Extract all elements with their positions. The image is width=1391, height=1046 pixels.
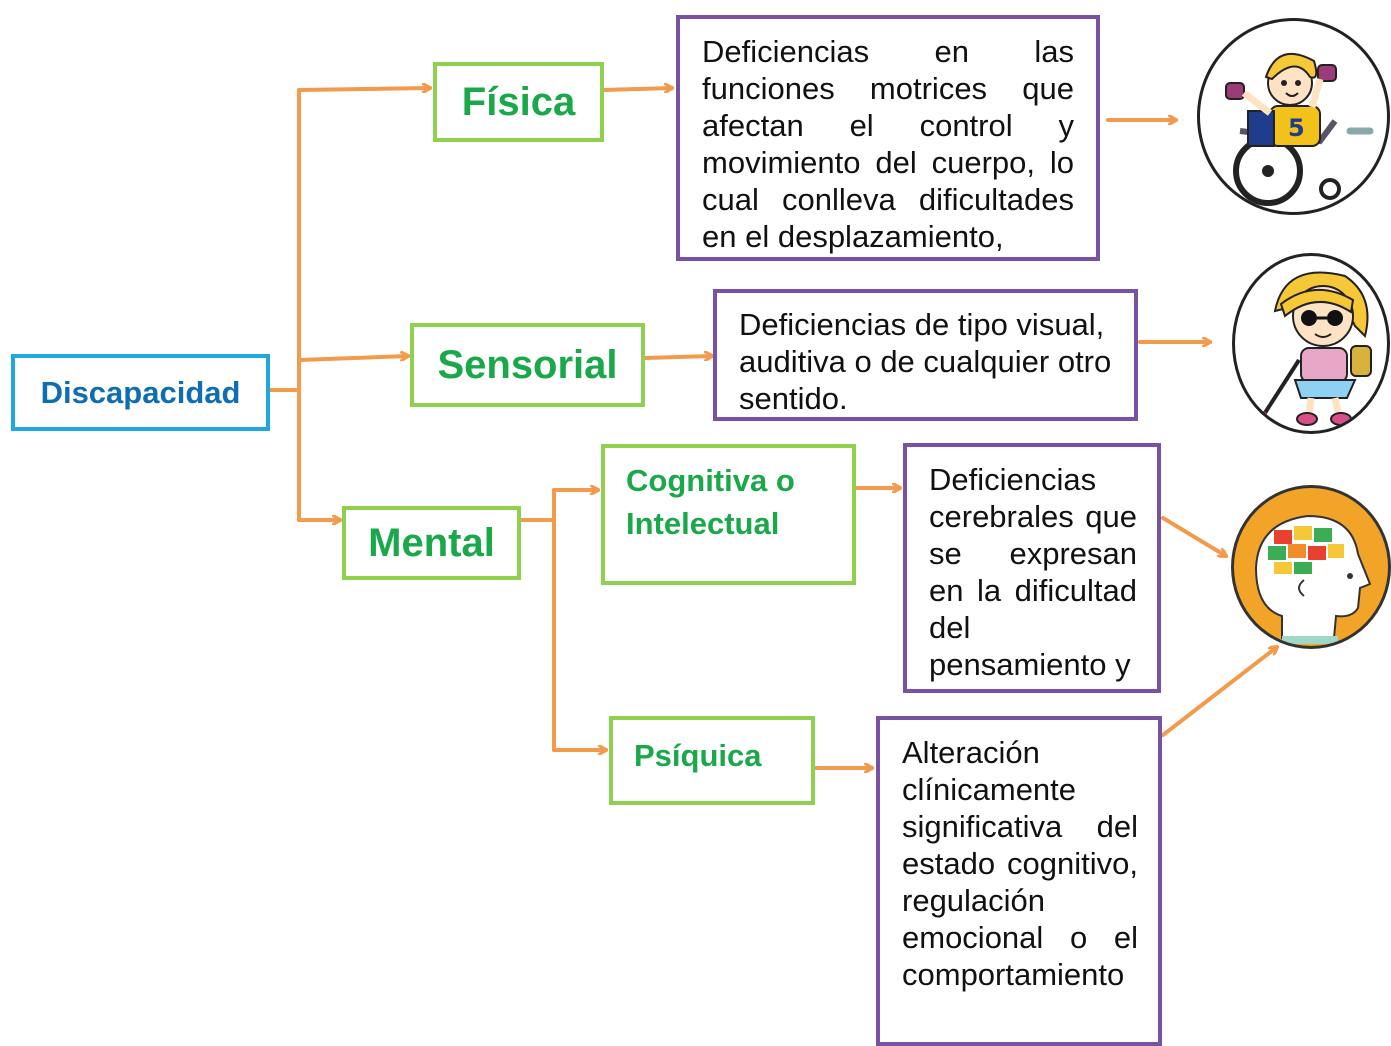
fisica-label: Física xyxy=(461,79,576,124)
mental-label: Mental xyxy=(368,520,495,565)
wheelchair-athlete-icon: 5 xyxy=(1197,18,1390,215)
svg-text:5: 5 xyxy=(1288,114,1305,142)
sensorial-definition-text: Deficiencias de tipo visual, auditiva o … xyxy=(739,307,1112,416)
discapacidad-label: Discapacidad xyxy=(40,374,241,410)
arrow-to-sensorial xyxy=(297,356,408,362)
sensorial-definition: Deficiencias de tipo visual, auditiva o … xyxy=(713,289,1138,421)
psiquica-label: Psíquica xyxy=(634,738,762,773)
arrow-psiquica-illus xyxy=(1161,647,1277,737)
sensorial-label: Sensorial xyxy=(437,342,618,387)
psiquica-definition: Alteración clínicamente significativa de… xyxy=(876,716,1162,1046)
blind-girl-cane-icon xyxy=(1232,253,1390,434)
cognitiva-node: Cognitiva o Intelectual xyxy=(601,444,856,585)
arrow-sensorial-def xyxy=(643,356,712,358)
mental-node: Mental xyxy=(342,506,521,580)
fisica-node: Física xyxy=(433,62,604,142)
psiquica-node: Psíquica xyxy=(609,716,815,805)
connector-arrows xyxy=(268,0,1391,1023)
fisica-definition-text: Deficiencias en las funciones motrices q… xyxy=(702,34,1074,254)
cognitiva-definition-text: Deficiencias cerebrales que se expresan … xyxy=(929,462,1137,682)
psiquica-definition-text: Alteración clínicamente significativa de… xyxy=(902,735,1138,992)
puzzle-brain-head-icon xyxy=(1231,485,1391,649)
arrow-cognitiva-illus xyxy=(1161,516,1226,556)
discapacidad-node: Discapacidad xyxy=(11,354,270,431)
arrow-to-fisica xyxy=(297,88,430,90)
cognitiva-label: Cognitiva o Intelectual xyxy=(626,463,795,541)
sensorial-node: Sensorial xyxy=(410,323,645,407)
cognitiva-definition: Deficiencias cerebrales que se expresan … xyxy=(903,443,1161,693)
arrow-fisica-def xyxy=(602,88,672,90)
fisica-definition: Deficiencias en las funciones motrices q… xyxy=(676,15,1100,261)
